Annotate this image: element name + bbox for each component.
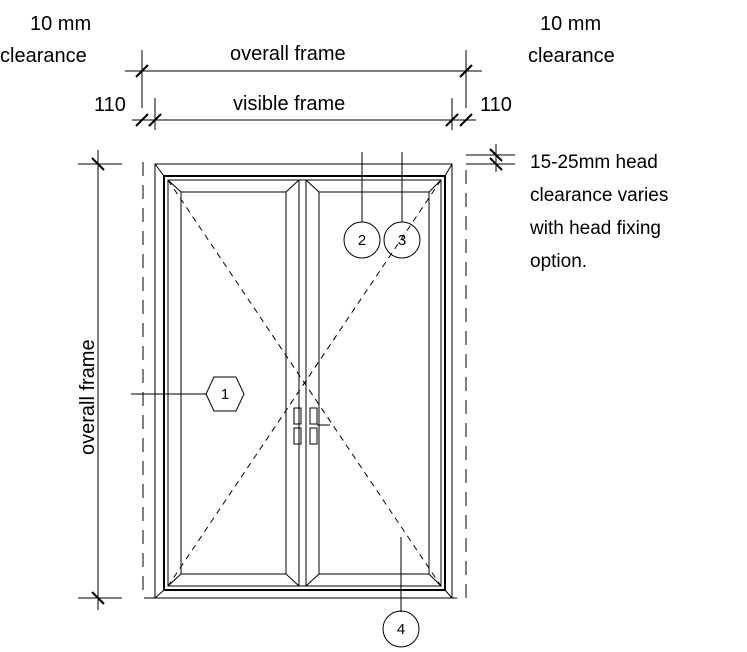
tag-4: 4 bbox=[382, 610, 420, 648]
right-clearance-label: clearance bbox=[528, 45, 615, 67]
door-handles bbox=[293, 407, 330, 445]
head-clearance-note: 15-25mm head clearance varies with head … bbox=[529, 152, 668, 272]
tag-4-label: 4 bbox=[397, 621, 405, 638]
overall-frame-width-dimension bbox=[125, 50, 482, 108]
left-clearance-value: 10 mm bbox=[30, 13, 91, 35]
overall-frame-height-dimension bbox=[78, 150, 122, 610]
tag-1: 1 bbox=[205, 376, 245, 412]
head-note-line-2: clearance varies bbox=[530, 185, 668, 206]
head-note-line-1: 15-25mm head bbox=[530, 152, 658, 173]
head-clearance-dimension bbox=[466, 144, 515, 172]
tag-2-label: 2 bbox=[358, 232, 366, 249]
tag-3-label: 3 bbox=[398, 232, 406, 249]
tag-3: 3 bbox=[383, 221, 421, 259]
right-offset-label: 110 bbox=[480, 94, 512, 116]
visible-frame-width-dimension bbox=[132, 98, 476, 130]
tag-1-label: 1 bbox=[221, 386, 229, 403]
right-door-leaf bbox=[305, 179, 442, 587]
overall-frame-height-label: overall frame bbox=[77, 339, 99, 455]
head-note-line-4: option. bbox=[530, 251, 587, 272]
left-offset-label: 110 bbox=[94, 94, 126, 116]
clearance-outline bbox=[142, 162, 467, 599]
overall-frame-width-label: overall frame bbox=[230, 43, 346, 65]
tag-2: 2 bbox=[343, 221, 381, 259]
head-note-line-3: with head fixing bbox=[529, 218, 661, 239]
leader-lines bbox=[131, 152, 403, 612]
left-clearance-label: clearance bbox=[0, 45, 87, 67]
visible-frame-width-label: visible frame bbox=[233, 93, 345, 115]
left-door-leaf bbox=[167, 179, 300, 587]
right-clearance-value: 10 mm bbox=[540, 13, 601, 35]
opening-diagonals bbox=[167, 179, 442, 587]
